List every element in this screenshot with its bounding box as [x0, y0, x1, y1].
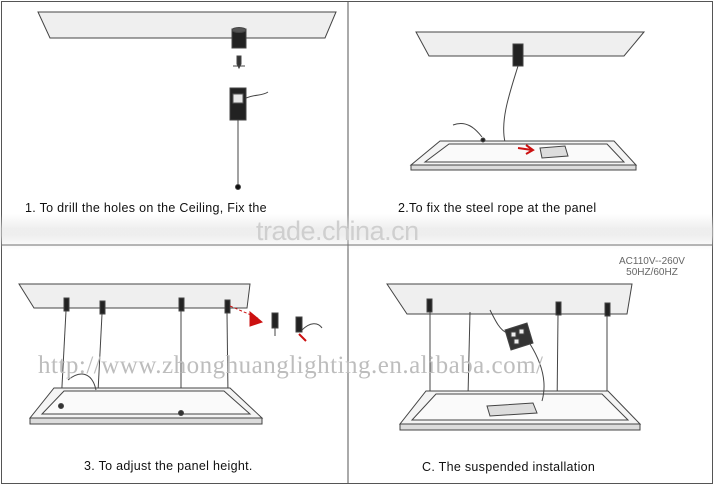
url-watermark: http://www.zhonghuanglighting.en.alibaba…: [38, 352, 544, 379]
ceiling-slab: [415, 31, 646, 57]
led-panel: [398, 390, 642, 431]
step2-illustration: [409, 31, 646, 171]
step3-illustration: [18, 283, 323, 425]
ceiling-anchor: [512, 43, 524, 67]
frequency-label: 50HZ/60HZ: [626, 267, 678, 278]
driver-box: [486, 402, 538, 417]
step3-caption: 3. To adjust the panel height.: [84, 459, 253, 473]
ceiling-slab: [386, 283, 633, 315]
ceiling-slab: [18, 283, 251, 309]
rope-gripper: [229, 87, 269, 190]
led-panel: [28, 387, 264, 425]
step4-caption: C. The suspended installation: [422, 460, 596, 474]
step2-caption: 2.To fix the steel rope at the panel: [398, 201, 597, 215]
power-spec: AC110V--260V 50HZ/60HZ: [619, 256, 685, 278]
screw-icon: [233, 55, 245, 70]
ceiling-slab: [37, 11, 337, 39]
step4-illustration: [386, 283, 642, 431]
led-panel: [409, 140, 638, 171]
rope-gripper: [63, 297, 231, 315]
step1-caption: 1. To drill the holes on the Ceiling, Fi…: [25, 201, 267, 215]
red-arrow-icon: [517, 144, 535, 155]
site-watermark: trade.china.cn: [256, 216, 419, 246]
voltage-label: AC110V--260V: [619, 256, 685, 267]
step1-illustration: [37, 11, 337, 190]
driver-box: [539, 145, 569, 159]
watermark-band: [0, 214, 714, 250]
steel-rope: [503, 65, 527, 152]
terminal-block: [504, 322, 534, 351]
gripper-closeup: [271, 312, 323, 342]
